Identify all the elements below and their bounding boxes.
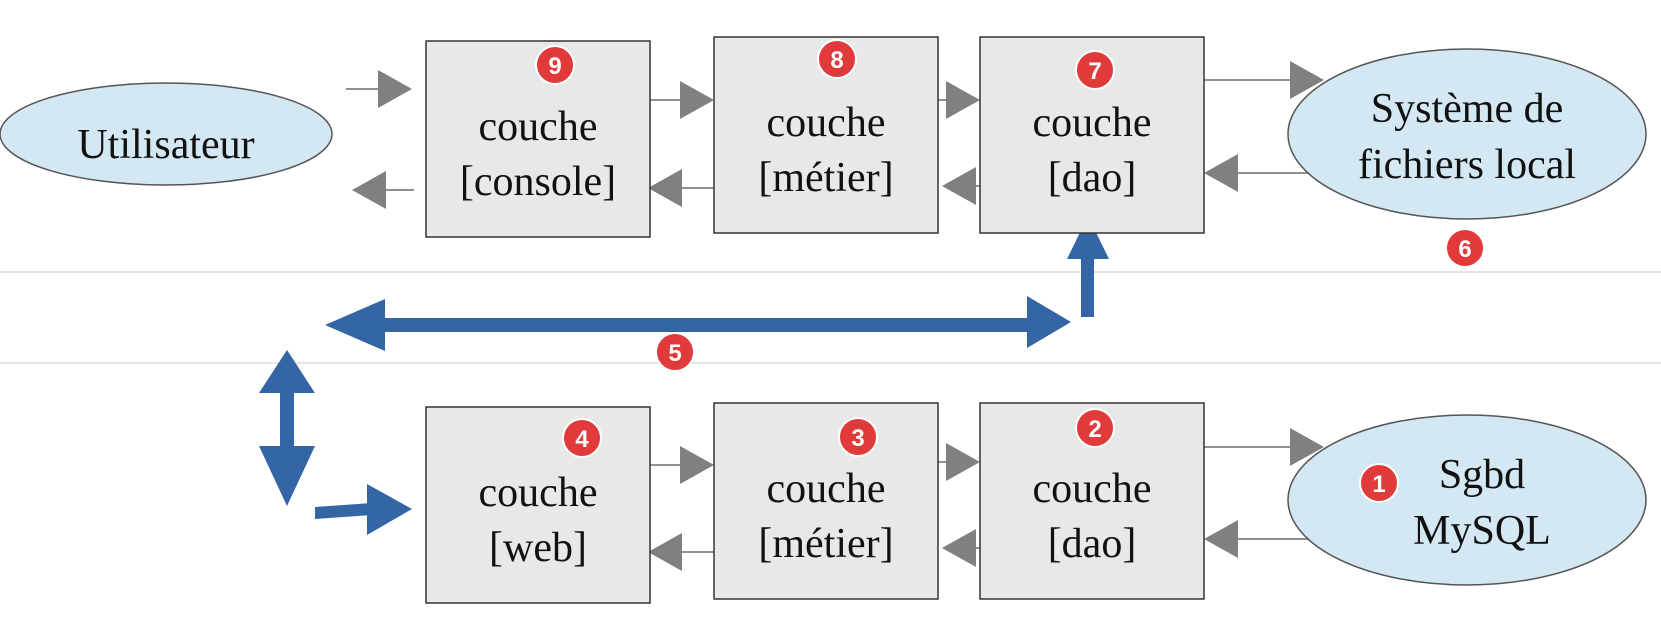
thin-arrow <box>937 443 980 481</box>
layer-box-bottom-dao-line1: couche <box>1033 466 1152 512</box>
thin-arrow <box>650 81 714 119</box>
layer-box-bottom-metier: couche [métier] <box>713 402 939 600</box>
node-fs-local-line2: fichiers local <box>1358 142 1576 188</box>
badge-1: 1 <box>1359 463 1399 503</box>
badge-5: 5 <box>655 332 695 372</box>
svg-text:2: 2 <box>1088 416 1101 443</box>
layer-box-bottom-web-line2: [web] <box>489 525 587 571</box>
thin-arrow <box>1203 428 1324 466</box>
thin-arrow <box>1204 520 1316 558</box>
svg-text:3: 3 <box>851 425 864 452</box>
layer-box-top-metier-line2: [métier] <box>758 155 893 201</box>
layer-box-bottom-metier-line1: couche <box>767 466 886 512</box>
node-fs-local-line1: Système de <box>1371 86 1563 132</box>
thin-arrow <box>942 167 981 205</box>
layer-box-top-dao-line2: [dao] <box>1048 155 1137 201</box>
thin-arrow <box>1204 154 1316 192</box>
svg-text:5: 5 <box>668 340 681 367</box>
thin-arrow <box>937 81 980 119</box>
node-fs-local: Système de fichiers local <box>1287 48 1647 220</box>
node-utilisateur: Utilisateur <box>0 82 333 186</box>
thin-arrow <box>1203 61 1324 99</box>
thin-arrow <box>648 169 714 207</box>
layer-box-bottom-web: couche [web] <box>425 406 651 604</box>
badge-7: 7 <box>1075 50 1115 90</box>
layer-box-top-metier-line1: couche <box>767 100 886 146</box>
badge-4: 4 <box>562 418 602 458</box>
thin-arrow <box>942 529 981 567</box>
node-sgbd-line2: MySQL <box>1413 508 1551 554</box>
layer-box-bottom-web-line1: couche <box>479 470 598 516</box>
svg-text:6: 6 <box>1458 236 1471 263</box>
svg-text:1: 1 <box>1372 471 1385 498</box>
thin-arrow <box>650 446 714 484</box>
badge-3: 3 <box>838 417 878 457</box>
badge-8: 8 <box>817 39 857 79</box>
layer-box-top-console-line1: couche <box>479 104 598 150</box>
badge-2: 2 <box>1075 408 1115 448</box>
thick-double-arrow-horizontal <box>325 296 1071 351</box>
thick-arrow-right <box>315 484 412 535</box>
thick-double-arrow-vertical <box>259 350 315 506</box>
svg-text:4: 4 <box>575 426 589 453</box>
badge-6: 6 <box>1445 228 1485 268</box>
thick-arrow-up <box>1067 216 1109 317</box>
svg-text:9: 9 <box>548 53 561 80</box>
svg-text:8: 8 <box>830 47 843 74</box>
thin-arrow <box>352 171 414 209</box>
thin-arrow <box>648 533 714 571</box>
badge-9: 9 <box>535 45 575 85</box>
layer-box-top-dao-line1: couche <box>1033 100 1152 146</box>
node-sgbd: Sgbd MySQL <box>1287 414 1647 586</box>
thin-arrow <box>346 70 412 108</box>
node-utilisateur-label: Utilisateur <box>77 122 254 168</box>
layer-box-bottom-metier-line2: [métier] <box>758 521 893 567</box>
node-sgbd-line1: Sgbd <box>1439 452 1525 498</box>
layer-box-bottom-dao-line2: [dao] <box>1048 521 1137 567</box>
layer-box-top-console-line2: [console] <box>460 159 616 205</box>
svg-text:7: 7 <box>1088 58 1101 85</box>
